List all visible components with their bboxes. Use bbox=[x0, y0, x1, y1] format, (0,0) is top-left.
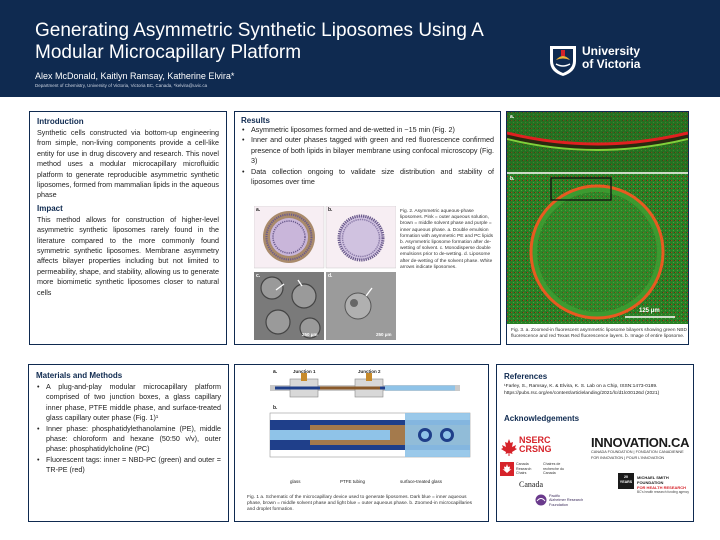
canada-wordmark: Canada bbox=[519, 480, 543, 489]
canada-research-chairs-label: Canada Research Chairs bbox=[516, 462, 532, 476]
ptfe-label: PTFE tubing bbox=[340, 479, 366, 484]
authors: Alex McDonald, Kaitlyn Ramsay, Katherine… bbox=[35, 71, 235, 81]
list-item: Asymmetric liposomes formed and de-wette… bbox=[241, 125, 494, 136]
impact-text: This method allows for construction of h… bbox=[37, 214, 219, 297]
fig2-scale-bar-d: 250 μm bbox=[376, 332, 392, 337]
impact-heading: Impact bbox=[37, 203, 63, 213]
list-item: Data collection ongoing to validate size… bbox=[241, 167, 494, 188]
fig3-panel: a. b. 125 μm Fig. 3. a. Zoomed-in fluore… bbox=[506, 111, 689, 345]
fig1-label-a: a. bbox=[273, 369, 278, 375]
innovation-logo: INNOVATION.CA CANADA FOUNDATION | FONDAT… bbox=[591, 435, 690, 460]
msfhr-label: MICHAEL SMITH FOUNDATION FOR HEALTH RESE… bbox=[637, 475, 689, 494]
references-panel: References ¹Farley, S., Ramsay, K. & Elv… bbox=[496, 364, 694, 522]
introduction-heading: Introduction bbox=[37, 117, 84, 126]
fig1-caption: Fig. 1 a. Schematic of the microcapillar… bbox=[247, 495, 473, 513]
fig2-label-c: c. bbox=[256, 273, 261, 279]
list-item: A plug-and-play modular microcapillary p… bbox=[36, 382, 221, 424]
fig3-image bbox=[507, 112, 688, 324]
references-heading: References bbox=[504, 372, 548, 381]
introduction-text: Synthetic cells constructed via bottom-u… bbox=[37, 128, 219, 200]
methods-heading: Materials and Methods bbox=[36, 371, 123, 380]
chaires-de-recherche-label: Chaires de recherche du Canada bbox=[543, 462, 564, 476]
acknowledgements-heading: Acknowledgements bbox=[504, 414, 580, 424]
fig2-image bbox=[254, 206, 396, 340]
list-item: Fluorescent tags: inner = NBD-PC (green)… bbox=[36, 455, 221, 476]
pacific-alzheimer-label: Pacific Alzheimer Research Foundation bbox=[549, 494, 584, 507]
reference-item: ¹Farley, S., Ramsay, K. & Elvira, K. S. … bbox=[504, 384, 660, 396]
methods-list: A plug-and-play modular microcapillary p… bbox=[36, 382, 221, 476]
glass-label: glass bbox=[290, 479, 301, 484]
fig2-caption: Fig. 2. Asymmetric aqueous-phase liposom… bbox=[400, 209, 494, 270]
junction-2-label: Junction 2 bbox=[358, 369, 381, 374]
maple-leaf-icon bbox=[501, 439, 517, 456]
methods-panel: Materials and Methods A plug-and-play mo… bbox=[28, 364, 229, 522]
fig1-panel: a. Junction 1 Junction 2 b. glass PTFE t… bbox=[234, 364, 489, 522]
poster-title: Generating Asymmetric Synthetic Liposome… bbox=[35, 20, 483, 63]
poster-header: Generating Asymmetric Synthetic Liposome… bbox=[0, 0, 720, 97]
fig2-scale-bar-c: 250 μm bbox=[302, 332, 318, 337]
fig2-label-a: a. bbox=[256, 207, 261, 213]
list-item: Inner phase: phosphatidylethanolamine (P… bbox=[36, 424, 221, 455]
msfhr-20-years-badge: 20 YEARS bbox=[618, 473, 634, 489]
fig3-scale-bar: 125 μm bbox=[639, 308, 660, 314]
fig1-image bbox=[269, 373, 471, 458]
junction-1-label: Junction 1 bbox=[293, 369, 316, 374]
fig3-label-a: a. bbox=[510, 114, 515, 120]
introduction-panel: Introduction Synthetic cells constructed… bbox=[29, 111, 227, 345]
affiliation: Department of Chemistry, University of V… bbox=[35, 83, 208, 88]
fig2-label-d: d. bbox=[328, 273, 333, 279]
results-list: Asymmetric liposomes formed and de-wette… bbox=[241, 125, 494, 187]
fig1-label-b: b. bbox=[273, 405, 278, 411]
fig3-caption: Fig. 3. a. Zoomed-in fluorescent asymmet… bbox=[511, 328, 687, 340]
uvic-crest-icon bbox=[550, 46, 576, 76]
results-heading: Results bbox=[241, 116, 270, 125]
university-name: University of Victoria bbox=[582, 44, 641, 71]
pacific-alzheimer-icon bbox=[535, 494, 547, 506]
list-item: Inner and outer phases tagged with green… bbox=[241, 135, 494, 166]
canada-research-chairs-icon bbox=[500, 462, 514, 476]
treated-glass-label: surface-treated glass bbox=[400, 479, 443, 484]
nserc-logo: NSERC CRSNG bbox=[519, 435, 552, 454]
fig3-label-b: b. bbox=[510, 176, 515, 182]
fig2-label-b: b. bbox=[328, 207, 333, 213]
